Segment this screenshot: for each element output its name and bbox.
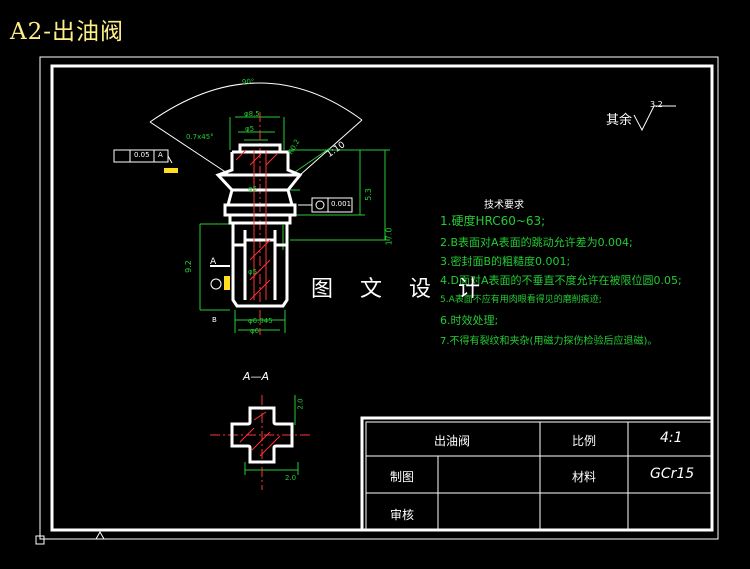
angle-leader-left [149, 121, 231, 176]
drawing-title: A2-出油阀 [10, 19, 125, 45]
datum-circle [210, 278, 222, 290]
watermark-text: 图 文 设 计 [311, 277, 490, 302]
tech-item-3: 3.密封面B的粗糙度0.001; [440, 255, 571, 268]
gdt-frame-2 [298, 197, 353, 213]
dim-d1: φ8.5 [244, 110, 260, 118]
label-B: B [212, 316, 217, 324]
gdt1-datum: A [158, 151, 163, 159]
cross-section [230, 406, 294, 464]
dim-h1: 9.2 [183, 260, 193, 273]
roughness-symbol [633, 105, 676, 132]
dim-d2: φ5 [245, 125, 255, 133]
tech-item-1: 1.硬度HRC60~63; [440, 214, 546, 228]
dim-l2: 17.0 [384, 227, 394, 246]
tech-item-2: 2.B表面对A表面的跳动允许差为0.004; [440, 236, 633, 249]
part-outline [215, 143, 303, 308]
gdt2-value: 0.001 [331, 200, 352, 208]
roughness-label: 其余 [606, 113, 633, 128]
tb-part-name: 出油阀 [434, 434, 471, 448]
dim-d5: φ6.045 [248, 317, 273, 325]
section-hatching [235, 149, 279, 301]
datum-marker [224, 276, 230, 290]
gdt-frame-1 [113, 149, 173, 164]
tb-checked-label: 审核 [390, 508, 415, 522]
tb-drawn-label: 制图 [390, 470, 415, 484]
dim-d4: φ5 [248, 268, 258, 276]
angle-arc [149, 82, 363, 123]
dim-d3: φ5 [248, 185, 258, 193]
dim-d6: φ6 [250, 327, 260, 335]
section-label-A: A [210, 257, 217, 267]
dimension-lines [199, 116, 390, 475]
title-block [360, 416, 714, 532]
outer-border [39, 56, 719, 540]
dim-chamfer: 0.7x45° [186, 133, 214, 141]
ucs-square [35, 535, 45, 545]
tech-heading: 技术要求 [484, 200, 524, 211]
gdt1-value: 0.05 [134, 151, 150, 159]
section-title: A—A [243, 370, 270, 383]
ucs-triangle [95, 530, 105, 540]
section-dim-w: 2.0 [285, 474, 297, 482]
section-dim-h: 2.0 [296, 398, 305, 410]
roughness-value: 3.2 [650, 100, 663, 109]
tb-material-label: 材料 [572, 470, 597, 484]
tech-item-7: 7.不得有裂纹和夹杂(用磁力探伤检验后应退磁)。 [440, 336, 658, 347]
tech-item-5: 5.A表面不应有用肉眼看得见的磨削痕迹; [440, 295, 602, 305]
cross-hatching [239, 411, 281, 457]
tech-item-4: 4.D面对A表面的不垂直不度允许在被限位圆0.05; [440, 274, 682, 287]
dim-l1: 5.3 [363, 188, 373, 201]
angle-leader-right [299, 119, 363, 176]
tb-material-value: GCr15 [650, 466, 695, 482]
tech-item-6: 6.时效处理; [440, 314, 499, 327]
tb-scale-label: 比例 [572, 434, 597, 448]
tb-scale-value: 4:1 [660, 430, 683, 446]
gdt-datum-mark [164, 168, 178, 173]
dim-angle: 90° [241, 77, 255, 87]
